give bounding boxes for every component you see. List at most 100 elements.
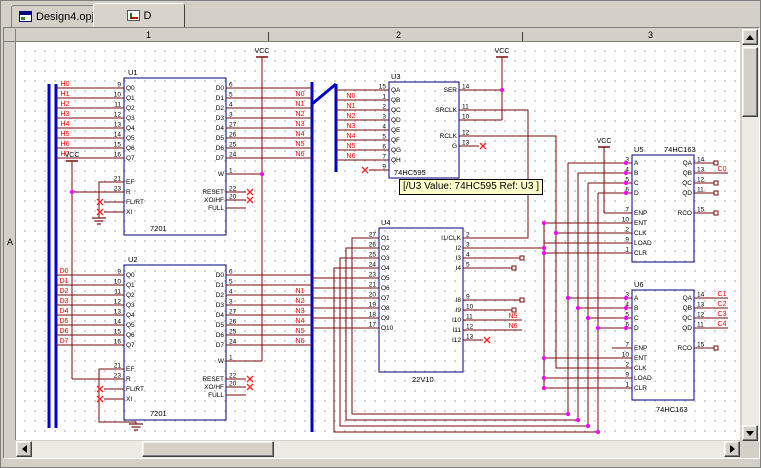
net-label[interactable]: N0: [347, 93, 356, 100]
net-label[interactable]: H3: [61, 111, 70, 118]
wire[interactable]: [339, 257, 588, 427]
net-label[interactable]: N5: [296, 141, 305, 148]
pin-number: 3: [229, 299, 233, 306]
pin-name: I9: [456, 307, 462, 314]
component-body[interactable]: [631, 289, 695, 401]
net-label[interactable]: H1: [61, 91, 70, 98]
pin-name: I11: [452, 327, 461, 334]
component-body[interactable]: [378, 227, 464, 373]
horizontal-scroll-thumb[interactable]: [142, 441, 274, 457]
net-label[interactable]: H0: [61, 81, 70, 88]
vcc-power-symbol[interactable]: VCC: [495, 48, 510, 58]
component-U1[interactable]: U172019Q010Q111Q212Q313Q414Q515Q616Q721E…: [104, 68, 246, 236]
pin-number: 6: [625, 322, 629, 329]
vcc-power-symbol[interactable]: VCC: [597, 138, 612, 148]
ground-symbol[interactable]: [92, 217, 106, 225]
net-label[interactable]: N6: [296, 151, 305, 158]
vertical-scroll-thumb[interactable]: [742, 47, 758, 117]
net-label[interactable]: N1: [347, 103, 356, 110]
wire[interactable]: [351, 237, 568, 415]
net-label[interactable]: D1: [60, 278, 69, 285]
net-label[interactable]: N3: [296, 121, 305, 128]
net-label[interactable]: N4: [296, 318, 305, 325]
net-label[interactable]: C3: [718, 311, 727, 318]
net-label[interactable]: N2: [347, 113, 356, 120]
wire[interactable]: [479, 135, 632, 369]
horizontal-scrollbar[interactable]: [16, 441, 740, 458]
pin-number: 9: [466, 294, 470, 301]
net-label[interactable]: D5: [60, 318, 69, 325]
vcc-power-symbol[interactable]: VCC: [65, 152, 80, 162]
net-label[interactable]: N6: [296, 338, 305, 345]
pin-number: 6: [229, 82, 233, 89]
scroll-right-button[interactable]: [724, 441, 740, 457]
net-label[interactable]: D3: [60, 298, 69, 305]
net-label[interactable]: D7: [60, 338, 69, 345]
net-label[interactable]: N1: [296, 101, 305, 108]
net-label[interactable]: N6: [347, 153, 356, 160]
bus-wire[interactable]: [311, 82, 337, 106]
net-label[interactable]: N4: [347, 133, 356, 140]
pin-number: 5: [229, 92, 233, 99]
wire[interactable]: [345, 247, 578, 421]
net-label[interactable]: N5: [509, 313, 518, 320]
pin-number: 13: [114, 309, 122, 316]
net-label[interactable]: N6: [509, 323, 518, 330]
tab-schematic-page-d[interactable]: D: [93, 3, 185, 27]
net-label[interactable]: H6: [61, 141, 70, 148]
vertical-scrollbar[interactable]: [742, 29, 759, 441]
net-label[interactable]: D0: [60, 268, 69, 275]
component-U6[interactable]: U674HC1633A4B5C6D7ENP10ENT2CLK9LOAD1CLR1…: [612, 280, 714, 414]
open-pin-square: [511, 265, 517, 271]
ground-symbol[interactable]: [129, 423, 143, 431]
net-label[interactable]: C2: [718, 301, 727, 308]
no-connect-x: [246, 375, 254, 383]
wire[interactable]: [98, 368, 137, 424]
net-label[interactable]: C4: [718, 321, 727, 328]
wire[interactable]: [479, 109, 529, 239]
component-body[interactable]: [123, 77, 227, 236]
net-label[interactable]: N2: [296, 298, 305, 305]
schematic-drawing[interactable]: U172019Q010Q111Q212Q313Q414Q515Q616Q721E…: [16, 42, 740, 440]
net-label[interactable]: N1: [296, 288, 305, 295]
wire[interactable]: [98, 181, 104, 218]
net-label[interactable]: H7: [61, 151, 70, 158]
pin-name: ENP: [634, 345, 647, 352]
net-label[interactable]: N3: [347, 123, 356, 130]
net-label[interactable]: C0: [718, 166, 727, 173]
component-body[interactable]: [631, 154, 695, 263]
net-label[interactable]: N3: [296, 308, 305, 315]
pin-number: 10: [622, 217, 630, 224]
wire[interactable]: [333, 267, 598, 433]
component-U3[interactable]: U374HC59515QA1QB2QC3QD4QE5QF6QG7QH914SER…: [369, 72, 479, 179]
net-label[interactable]: H2: [61, 101, 70, 108]
net-label[interactable]: H5: [61, 131, 70, 138]
net-label[interactable]: N0: [296, 91, 305, 98]
pin-name: D1: [216, 95, 225, 102]
component-U2[interactable]: U272019Q010Q111Q212Q313Q414Q515Q616Q721E…: [104, 255, 246, 421]
net-label[interactable]: H4: [61, 121, 70, 128]
vcc-power-symbol[interactable]: VCC: [255, 48, 270, 58]
net-label[interactable]: N5: [347, 143, 356, 150]
net-label[interactable]: N4: [296, 131, 305, 138]
scroll-down-button[interactable]: [742, 425, 758, 441]
pin-name: D0: [216, 85, 225, 92]
tab-design4-opj[interactable]: Design4.opj*: [11, 5, 107, 27]
pin-name: Q0: [126, 85, 135, 92]
x-stroke: [96, 385, 104, 393]
net-label[interactable]: C1: [718, 291, 727, 298]
net-label[interactable]: N5: [296, 328, 305, 335]
no-connect-x: [96, 208, 104, 216]
component-U4[interactable]: U422V1027O126O225O324O423O521O620O719O81…: [359, 218, 483, 384]
scroll-up-button[interactable]: [742, 29, 758, 45]
net-label[interactable]: D6: [60, 328, 69, 335]
net-label[interactable]: N2: [296, 111, 305, 118]
up-arrow-icon: [746, 31, 754, 40]
net-label[interactable]: D2: [60, 288, 69, 295]
scroll-left-button[interactable]: [16, 441, 32, 457]
net-label[interactable]: D4: [60, 308, 69, 315]
component-body[interactable]: [123, 264, 227, 421]
part-value: 7201: [150, 409, 167, 418]
